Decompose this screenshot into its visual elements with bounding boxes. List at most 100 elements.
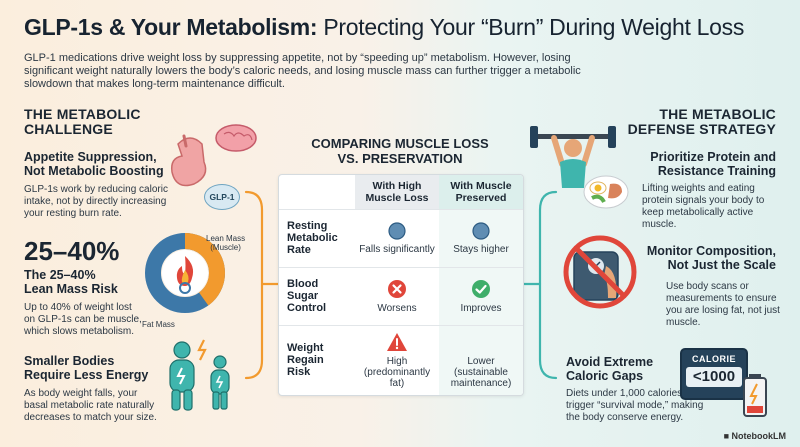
lean-percent: 25–40% [24, 236, 120, 266]
check-circle-icon [472, 279, 490, 298]
left-heading-line2: CHALLENGE [24, 121, 113, 137]
fat-mass-label: Fat Mass [142, 320, 175, 329]
row-label-line1: Resting [287, 220, 328, 232]
bodies-text: As body weight falls, your basal metabol… [24, 388, 157, 423]
intro-text: GLP-1 medications drive weight loss by s… [24, 52, 581, 90]
protein-text: Lifting weights and eating protein signa… [642, 183, 765, 230]
left-bracket [244, 190, 264, 380]
lean-title-line2: Lean Mass Risk [24, 282, 118, 296]
bodies-title-line2: Require Less Energy [24, 368, 149, 382]
calorie-sign-value: <1000 [686, 367, 742, 387]
calorie-sign: CALORIE <1000 [680, 348, 748, 400]
col-muscle-preserved-line2: Preserved [455, 191, 507, 204]
calorie-sign-label: CALORIE [692, 354, 736, 364]
table-row: Resting Metabolic Rate Falls significant… [279, 208, 523, 267]
page-title: GLP-1s & Your Metabolism: Protecting You… [24, 14, 744, 41]
cell-preserved: Stays higher [439, 208, 523, 267]
right-heading-line2: DEFENSE STRATEGY [627, 121, 776, 137]
cell-high-loss: High (predominantly fat) [355, 324, 439, 395]
gear-icon [179, 282, 191, 294]
cell-high-loss: Falls significantly [355, 208, 439, 267]
right-heading: THE METABOLIC DEFENSE STRATEGY [628, 107, 776, 137]
lean-title: The 25–40% Lean Mass Risk [24, 268, 174, 296]
appetite-title-line1: Appetite Suppression, [24, 150, 157, 164]
x-circle-icon [388, 279, 406, 298]
lean-mass-label-line2: (Muscle) [210, 243, 241, 252]
title-bold: GLP-1s & Your Metabolism: [24, 14, 318, 40]
table-corner [279, 175, 355, 209]
title-light: Protecting Your “Burn” During Weight Los… [323, 14, 745, 40]
appetite-block: Appetite Suppression, Not Metabolic Boos… [24, 150, 194, 220]
no-scale-icon [563, 235, 637, 309]
brain-icon [215, 124, 257, 152]
table-row: Weight Regain Risk High (predominantly f… [279, 324, 523, 395]
cell-text: Lower [467, 355, 495, 367]
appetite-title: Appetite Suppression, Not Metabolic Boos… [24, 150, 194, 178]
lean-title-line1: The 25–40% [24, 268, 96, 282]
lean-mass-donut [145, 233, 225, 313]
gaps-title: Avoid Extreme Caloric Gaps [566, 355, 696, 383]
low-battery-icon [743, 374, 767, 417]
warning-icon [387, 332, 407, 351]
weightlifter-icon [530, 126, 616, 188]
right-bracket [538, 190, 558, 380]
table-title-line1: COMPARING MUSCLE LOSS [311, 136, 489, 151]
cell-text: High [386, 355, 408, 367]
footer-brand: ■ NotebookLM [723, 431, 787, 441]
row-label-line2: Metabolic [287, 232, 338, 244]
table-title-line2: VS. PRESERVATION [337, 151, 463, 166]
composition-title: Monitor Composition, Not Just the Scale [616, 244, 776, 272]
appetite-text: GLP-1s work by reducing caloric intake, … [24, 184, 168, 219]
row-label-line3: Rate [287, 244, 311, 256]
cell-text: Improves [460, 302, 502, 314]
table-title: COMPARING MUSCLE LOSS VS. PRESERVATION [282, 136, 518, 166]
two-bodies-icon [169, 339, 230, 411]
gaps-block: Avoid Extreme Caloric Gaps [566, 355, 696, 383]
col-muscle-preserved-line1: With Muscle [450, 179, 512, 192]
row-label: Blood Sugar Control [279, 266, 355, 325]
row-label-line1: Blood [287, 278, 319, 290]
lean-mass-label: Lean Mass (Muscle) [206, 234, 245, 252]
bodies-block: Smaller Bodies Require Less Energy As bo… [24, 354, 194, 424]
lean-text: Up to 40% of weight lost on GLP-1s can b… [24, 302, 142, 337]
composition-title-line1: Monitor Composition, [646, 244, 776, 258]
appetite-title-line2: Not Metabolic Boosting [24, 164, 164, 178]
row-label-line1: Weight [287, 342, 324, 355]
lean-mass-arc [145, 233, 225, 313]
cell-preserved: Lower (sustainable maintenance) [439, 324, 523, 395]
left-heading-line1: THE METABOLIC [24, 106, 141, 122]
lightning-icon [197, 339, 207, 361]
bodies-title: Smaller Bodies Require Less Energy [24, 354, 194, 382]
protein-food-icon [583, 175, 629, 209]
cell-subtext: (predominantly fat) [363, 366, 431, 389]
row-label-line2: Sugar [287, 290, 319, 302]
col-high-muscle-loss-line2: Muscle Loss [365, 191, 429, 204]
col-high-muscle-loss-line1: With High [372, 179, 422, 192]
footer-brand-text: NotebookLM [731, 431, 787, 441]
col-muscle-preserved: With Muscle Preserved [439, 175, 523, 209]
energy-bolt-icon [176, 367, 186, 385]
composition-block: Monitor Composition, Not Just the Scale [616, 244, 776, 272]
cell-text: Worsens [377, 302, 417, 314]
row-label-line3: Control [287, 302, 327, 314]
cell-text: Falls significantly [359, 243, 435, 255]
circle-indicator-icon [472, 221, 490, 240]
row-label-line3: Risk [287, 366, 311, 379]
protein-block: Prioritize Protein and Resistance Traini… [601, 150, 776, 178]
gaps-title-line2: Caloric Gaps [566, 369, 644, 383]
protein-title-line2: Resistance Training [657, 164, 776, 178]
right-heading-line1: THE METABOLIC [659, 106, 776, 122]
left-heading: THE METABOLIC CHALLENGE [24, 107, 141, 137]
bodies-title-line1: Smaller Bodies [24, 354, 115, 368]
cell-subtext: (sustainable maintenance) [450, 366, 512, 389]
protein-title: Prioritize Protein and Resistance Traini… [601, 150, 776, 178]
protein-title-line1: Prioritize Protein and [650, 150, 776, 164]
gaps-text: Diets under 1,000 calories can trigger “… [566, 388, 704, 423]
row-label: Resting Metabolic Rate [279, 208, 355, 267]
table-row: Blood Sugar Control Worsens Improves [279, 266, 523, 325]
stomach-brain-icon [170, 124, 257, 187]
cell-text: Stays higher [453, 243, 509, 255]
lean-block: The 25–40% Lean Mass Risk Up to 40% of w… [24, 268, 174, 338]
row-label-line2: Regain [287, 354, 324, 367]
composition-text: Use body scans or measurements to ensure… [666, 281, 780, 328]
